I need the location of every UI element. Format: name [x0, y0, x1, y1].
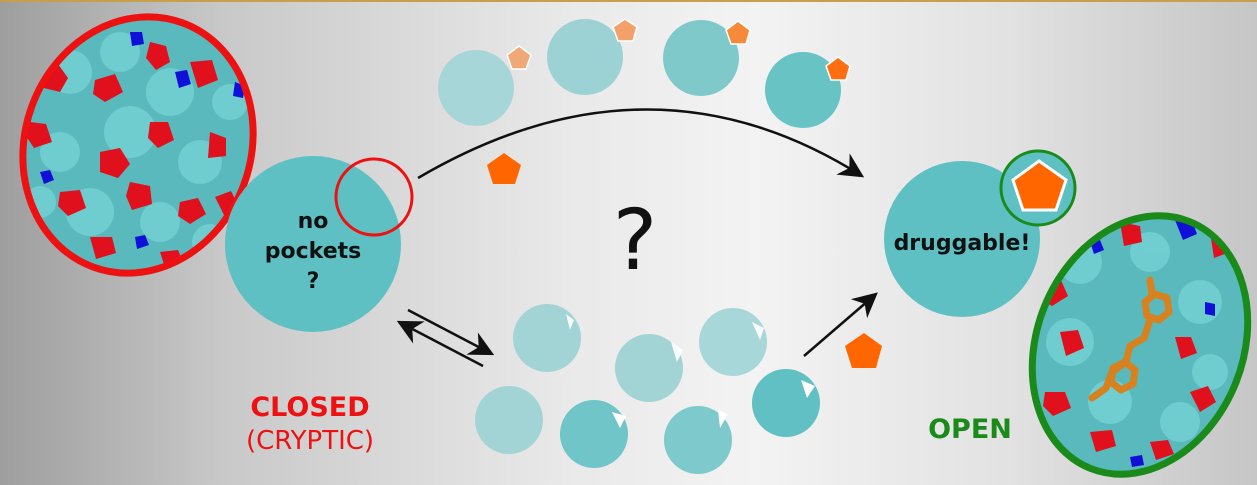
conformation-circle — [547, 19, 623, 95]
closed-circle-label: no pockets ? — [238, 207, 388, 297]
conformation-circle — [513, 304, 581, 372]
top-conformations — [438, 18, 851, 128]
closed-circle-line-1: no — [297, 209, 329, 234]
equilibrium-reverse-arrow-icon — [396, 320, 484, 368]
pentagon-ligand-icon — [825, 56, 851, 81]
conformational-selection-arrow-icon — [803, 292, 878, 357]
conformation-circle — [699, 308, 767, 376]
conformation-circle — [560, 400, 628, 468]
conformation-circle — [475, 386, 543, 454]
closed-protein-circle — [225, 156, 401, 332]
conformation-circle — [765, 52, 841, 128]
conformation-circle — [438, 50, 514, 126]
bound-ligand-pentagon-icon — [1011, 159, 1068, 212]
closed-circle-line-3: ? — [306, 269, 320, 294]
direct-binding-arrow-icon — [417, 108, 865, 180]
conformation-circle — [615, 334, 683, 402]
free-ligand-pentagon-icon — [845, 333, 882, 368]
pentagon-ligand-icon — [725, 20, 751, 45]
bound-ligand-sticks — [1088, 276, 1173, 402]
closed-circle-line-2: pockets — [264, 239, 362, 264]
conformation-circle — [664, 406, 732, 474]
equilibrium-forward-arrow-icon — [407, 308, 495, 356]
bottom-conformations — [475, 304, 820, 474]
free-ligand-pentagon-icon — [487, 153, 521, 184]
closed-pocket-ring — [334, 157, 414, 237]
cryptic-state-sublabel: (CRYPTIC) — [245, 426, 375, 456]
conformation-circle — [752, 369, 820, 437]
pentagon-ligand-icon — [506, 45, 532, 70]
closed-state-label: CLOSED — [250, 392, 370, 423]
open-protein-circle — [884, 161, 1040, 317]
center-question-mark: ? — [612, 191, 658, 289]
open-state-label: OPEN — [928, 414, 1012, 445]
pentagon-ligand-icon — [612, 18, 638, 42]
conformation-circle — [663, 20, 739, 96]
open-circle-label: druggable! — [893, 231, 1031, 256]
